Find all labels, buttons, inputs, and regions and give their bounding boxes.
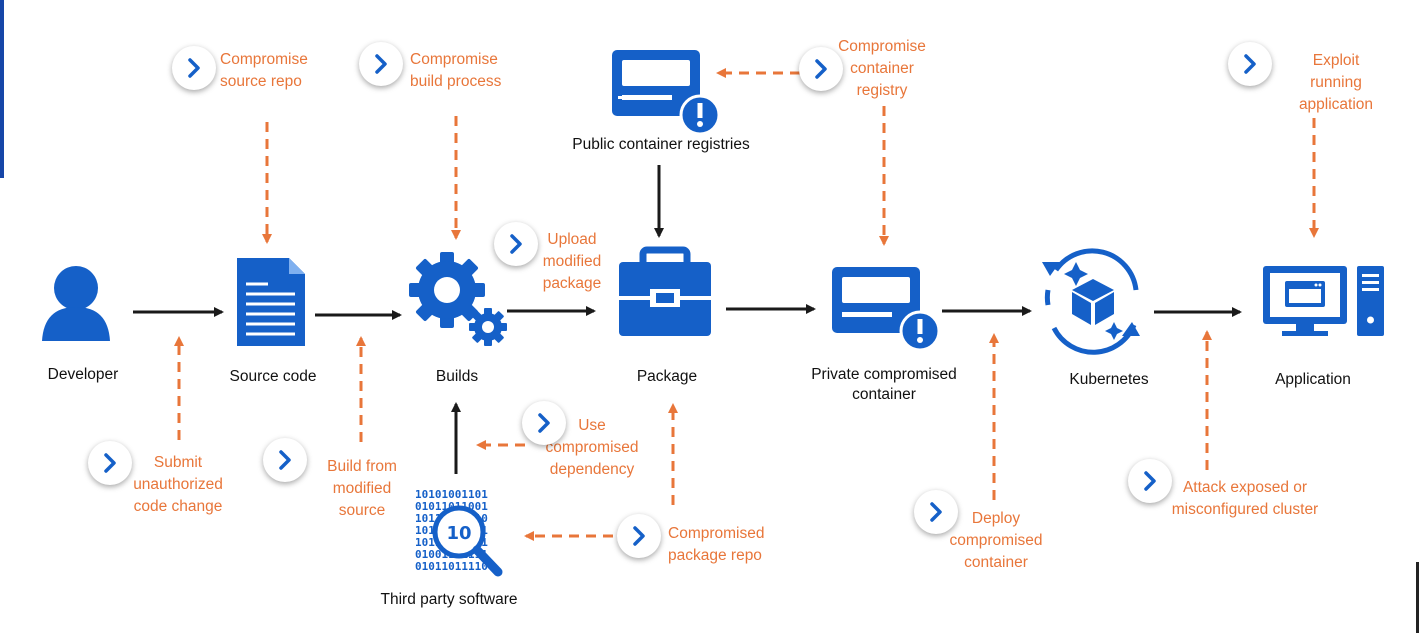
- chevron-right-icon: [815, 59, 827, 79]
- node-label-kubernetes: Kubernetes: [1069, 371, 1149, 388]
- binary-magnifier-icon: 10101001101 01011011001 10111101010 1010…: [415, 488, 503, 577]
- chevron-right-icon: [930, 502, 942, 522]
- node-label-third-party: Third party software: [380, 591, 518, 608]
- threat-exploit-running-application: Exploit running application: [1298, 52, 1374, 113]
- threat-attack-exposed-cluster: Attack exposed or misconfigured cluster: [1171, 479, 1319, 518]
- briefcase-icon: [619, 246, 711, 336]
- svg-text:10: 10: [446, 523, 471, 544]
- document-icon: [237, 258, 305, 346]
- threat-upload-modified-package: Upload modified package: [542, 231, 602, 292]
- threat-arrows: [174, 68, 1319, 541]
- chevron-right-icon: [538, 413, 550, 433]
- node-label-private-container: Private compromised container: [811, 366, 957, 403]
- chevron-right-icon: [188, 58, 200, 78]
- chevron-right-icon: [633, 526, 645, 546]
- gears-icon: [409, 252, 507, 346]
- chevron-button-dependency[interactable]: [522, 401, 566, 445]
- kubernetes-cube-icon: [1042, 248, 1140, 355]
- chevron-button-build-process[interactable]: [359, 42, 403, 86]
- chevron-button-cluster[interactable]: [1128, 459, 1172, 503]
- threat-use-compromised-dependency: Use compromised dependency: [545, 417, 639, 478]
- node-label-developer: Developer: [47, 366, 119, 383]
- threat-compromised-package-repo: Compromised package repo: [668, 525, 765, 564]
- flow-arrows: [133, 165, 1242, 474]
- chevron-right-icon: [510, 234, 522, 254]
- chevron-button-package-repo[interactable]: [617, 514, 661, 558]
- chevron-right-icon: [104, 453, 116, 473]
- threat-compromise-build-process: Compromise build process: [410, 51, 502, 90]
- scroll-indicator: [1416, 562, 1419, 633]
- chevron-button-deploy-container[interactable]: [914, 490, 958, 534]
- private-container-icon: [832, 267, 941, 352]
- threat-compromise-container-registry: Compromise container registry: [838, 38, 926, 99]
- chevron-button-source-repo[interactable]: [172, 46, 216, 90]
- chevron-button-upload-package[interactable]: [494, 222, 538, 266]
- threat-submit-unauthorized-change: Submit unauthorized code change: [133, 454, 223, 515]
- chevron-button-container-registry[interactable]: [799, 47, 843, 91]
- chevron-button-unauthorized-change[interactable]: [88, 441, 132, 485]
- node-label-package: Package: [636, 368, 698, 385]
- container-registry-icon: [612, 50, 721, 136]
- threat-build-from-modified-source: Build from modified source: [327, 458, 397, 519]
- threat-deploy-compromised-container: Deploy compromised container: [949, 510, 1043, 571]
- chevron-right-icon: [375, 54, 387, 74]
- svg-text:01011011110: 01011011110: [415, 560, 488, 573]
- person-icon: [42, 266, 110, 341]
- chevron-button-exploit-application[interactable]: [1228, 42, 1272, 86]
- node-label-source-code: Source code: [229, 368, 317, 385]
- node-label-public-registries: Public container registries: [572, 136, 750, 153]
- node-label-builds: Builds: [435, 368, 479, 385]
- chevron-button-modified-source[interactable]: [263, 438, 307, 482]
- accent-bar: [0, 0, 4, 178]
- chevron-right-icon: [1244, 54, 1256, 74]
- chevron-right-icon: [279, 450, 291, 470]
- svg-text:10101001101: 10101001101: [415, 488, 488, 501]
- node-label-application: Application: [1275, 371, 1351, 388]
- threat-compromise-source-repo: Compromise source repo: [220, 51, 308, 90]
- chevron-right-icon: [1144, 471, 1156, 491]
- desktop-computer-icon: [1263, 266, 1384, 336]
